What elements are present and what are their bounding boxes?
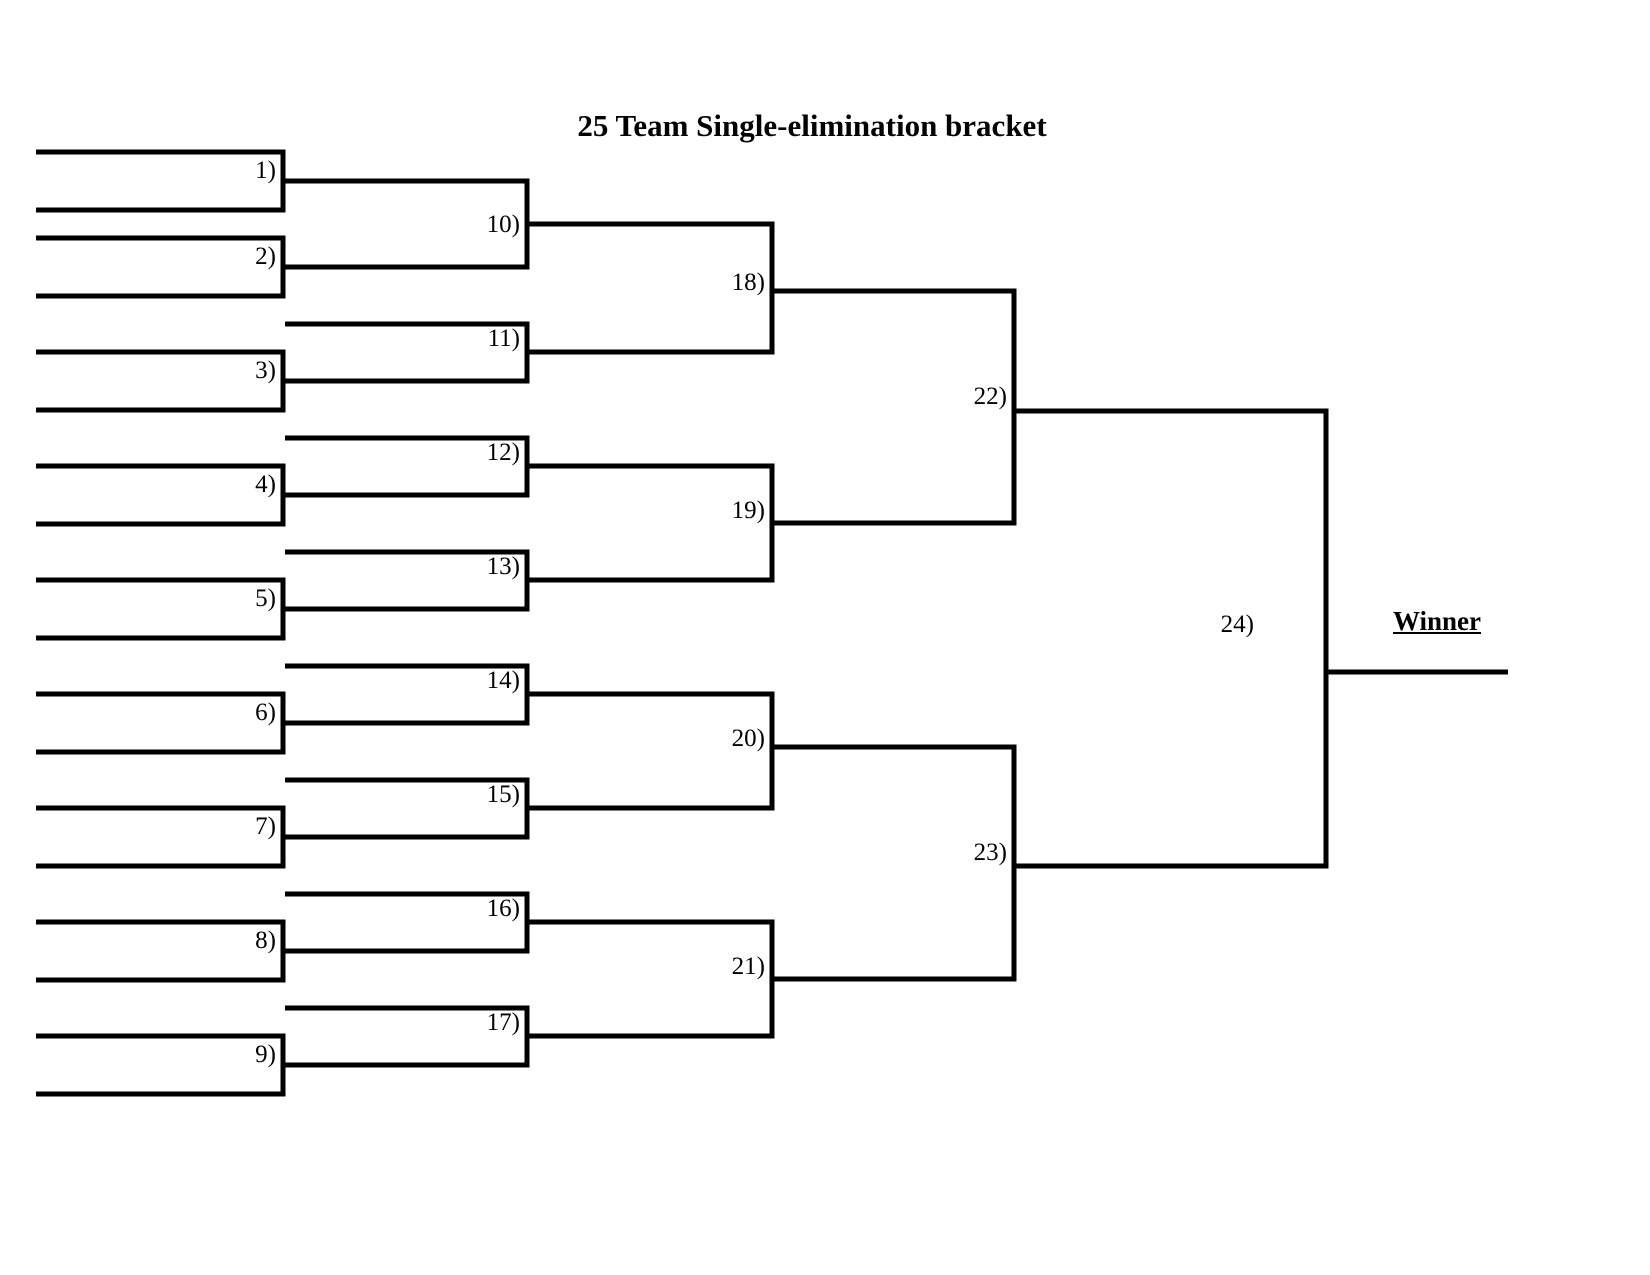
match-label-16: 16) (486, 895, 520, 922)
match-label-20: 20) (731, 725, 765, 752)
match-label-7: 7) (255, 813, 276, 840)
match-label-18: 18) (731, 269, 765, 296)
match-label-6: 6) (255, 699, 276, 726)
match-label-11: 11) (487, 325, 520, 352)
match-label-1: 1) (255, 157, 276, 184)
match-label-9: 9) (255, 1041, 276, 1068)
match-label-12: 12) (486, 439, 520, 466)
match-label-22: 22) (973, 383, 1007, 410)
match-label-5: 5) (255, 585, 276, 612)
winner-label: Winner (1393, 606, 1482, 636)
match-label-10: 10) (486, 211, 520, 238)
match-label-3: 3) (255, 357, 276, 384)
match-label-19: 19) (731, 497, 765, 524)
match-label-17: 17) (486, 1009, 520, 1036)
page-title: 25 Team Single-elimination bracket (577, 108, 1047, 143)
match-label-14: 14) (486, 667, 520, 694)
match-label-24: 24) (1220, 611, 1254, 638)
match-label-8: 8) (255, 927, 276, 954)
match-label-21: 21) (731, 953, 765, 980)
match-label-4: 4) (255, 471, 276, 498)
match-label-23: 23) (973, 839, 1007, 866)
match-label-2: 2) (255, 243, 276, 270)
match-label-13: 13) (486, 553, 520, 580)
match-label-15: 15) (486, 781, 520, 808)
